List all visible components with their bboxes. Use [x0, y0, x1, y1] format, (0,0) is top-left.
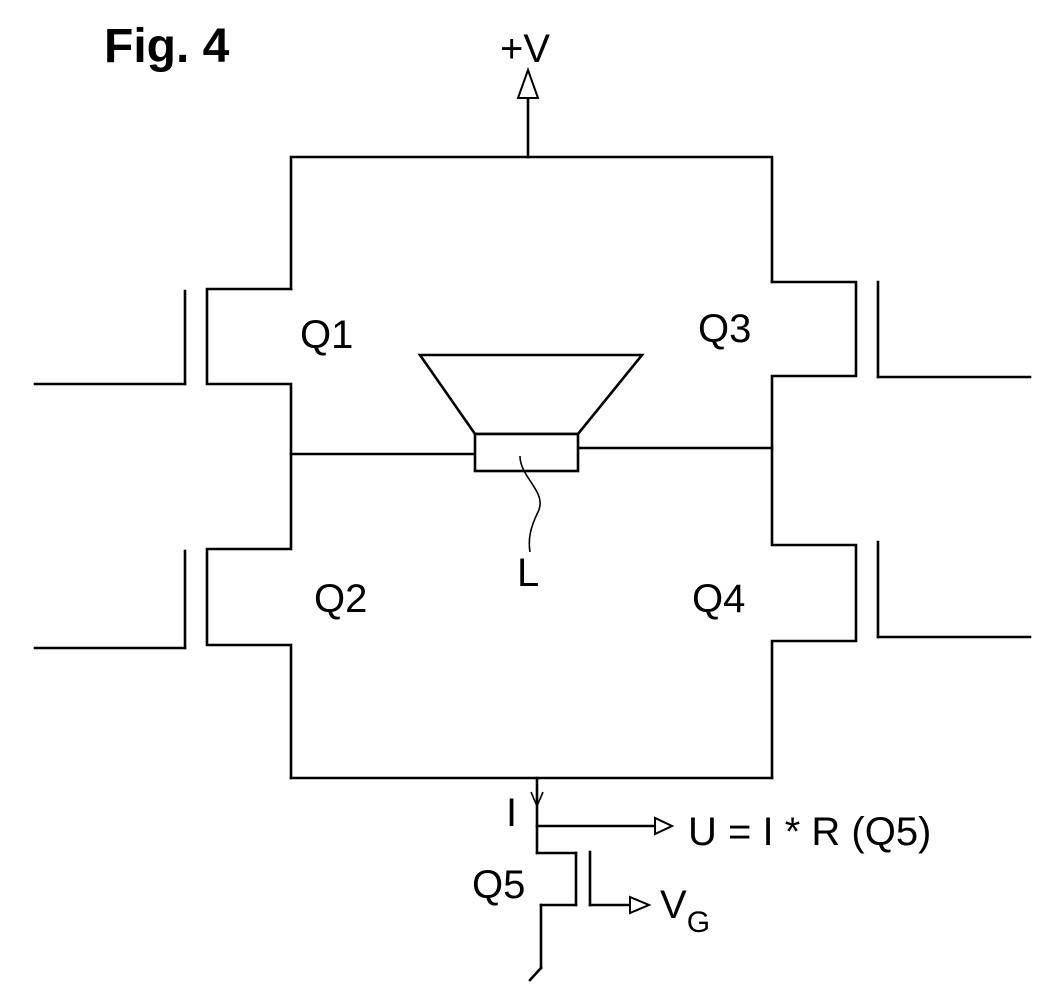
label-q2: Q2 — [314, 577, 367, 621]
label-q4: Q4 — [692, 577, 745, 621]
label-gate-voltage: VG — [660, 883, 710, 939]
supply-label: +V — [500, 27, 550, 71]
figure-title: Fig. 4 — [104, 20, 230, 73]
label-measurement: U = I * R (Q5) — [688, 810, 931, 854]
transistor-q4-gate — [878, 542, 1030, 637]
gate-voltage-main: V — [660, 883, 687, 927]
label-q3: Q3 — [698, 307, 751, 351]
speaker-icon — [291, 355, 772, 471]
label-q1: Q1 — [300, 313, 353, 357]
label-current: I — [506, 791, 517, 835]
sense-transistor-q5 — [530, 778, 630, 980]
transistor-q2-gate — [35, 551, 185, 648]
label-load: L — [517, 551, 539, 595]
gate-voltage-arrow — [630, 897, 649, 913]
transistor-q3-gate — [878, 282, 1030, 377]
measurement-arrow — [537, 818, 672, 834]
transistor-q1-gate — [35, 291, 185, 384]
gate-voltage-subscript: G — [687, 906, 710, 939]
supply-arrow — [518, 70, 538, 157]
label-q5: Q5 — [472, 863, 525, 907]
